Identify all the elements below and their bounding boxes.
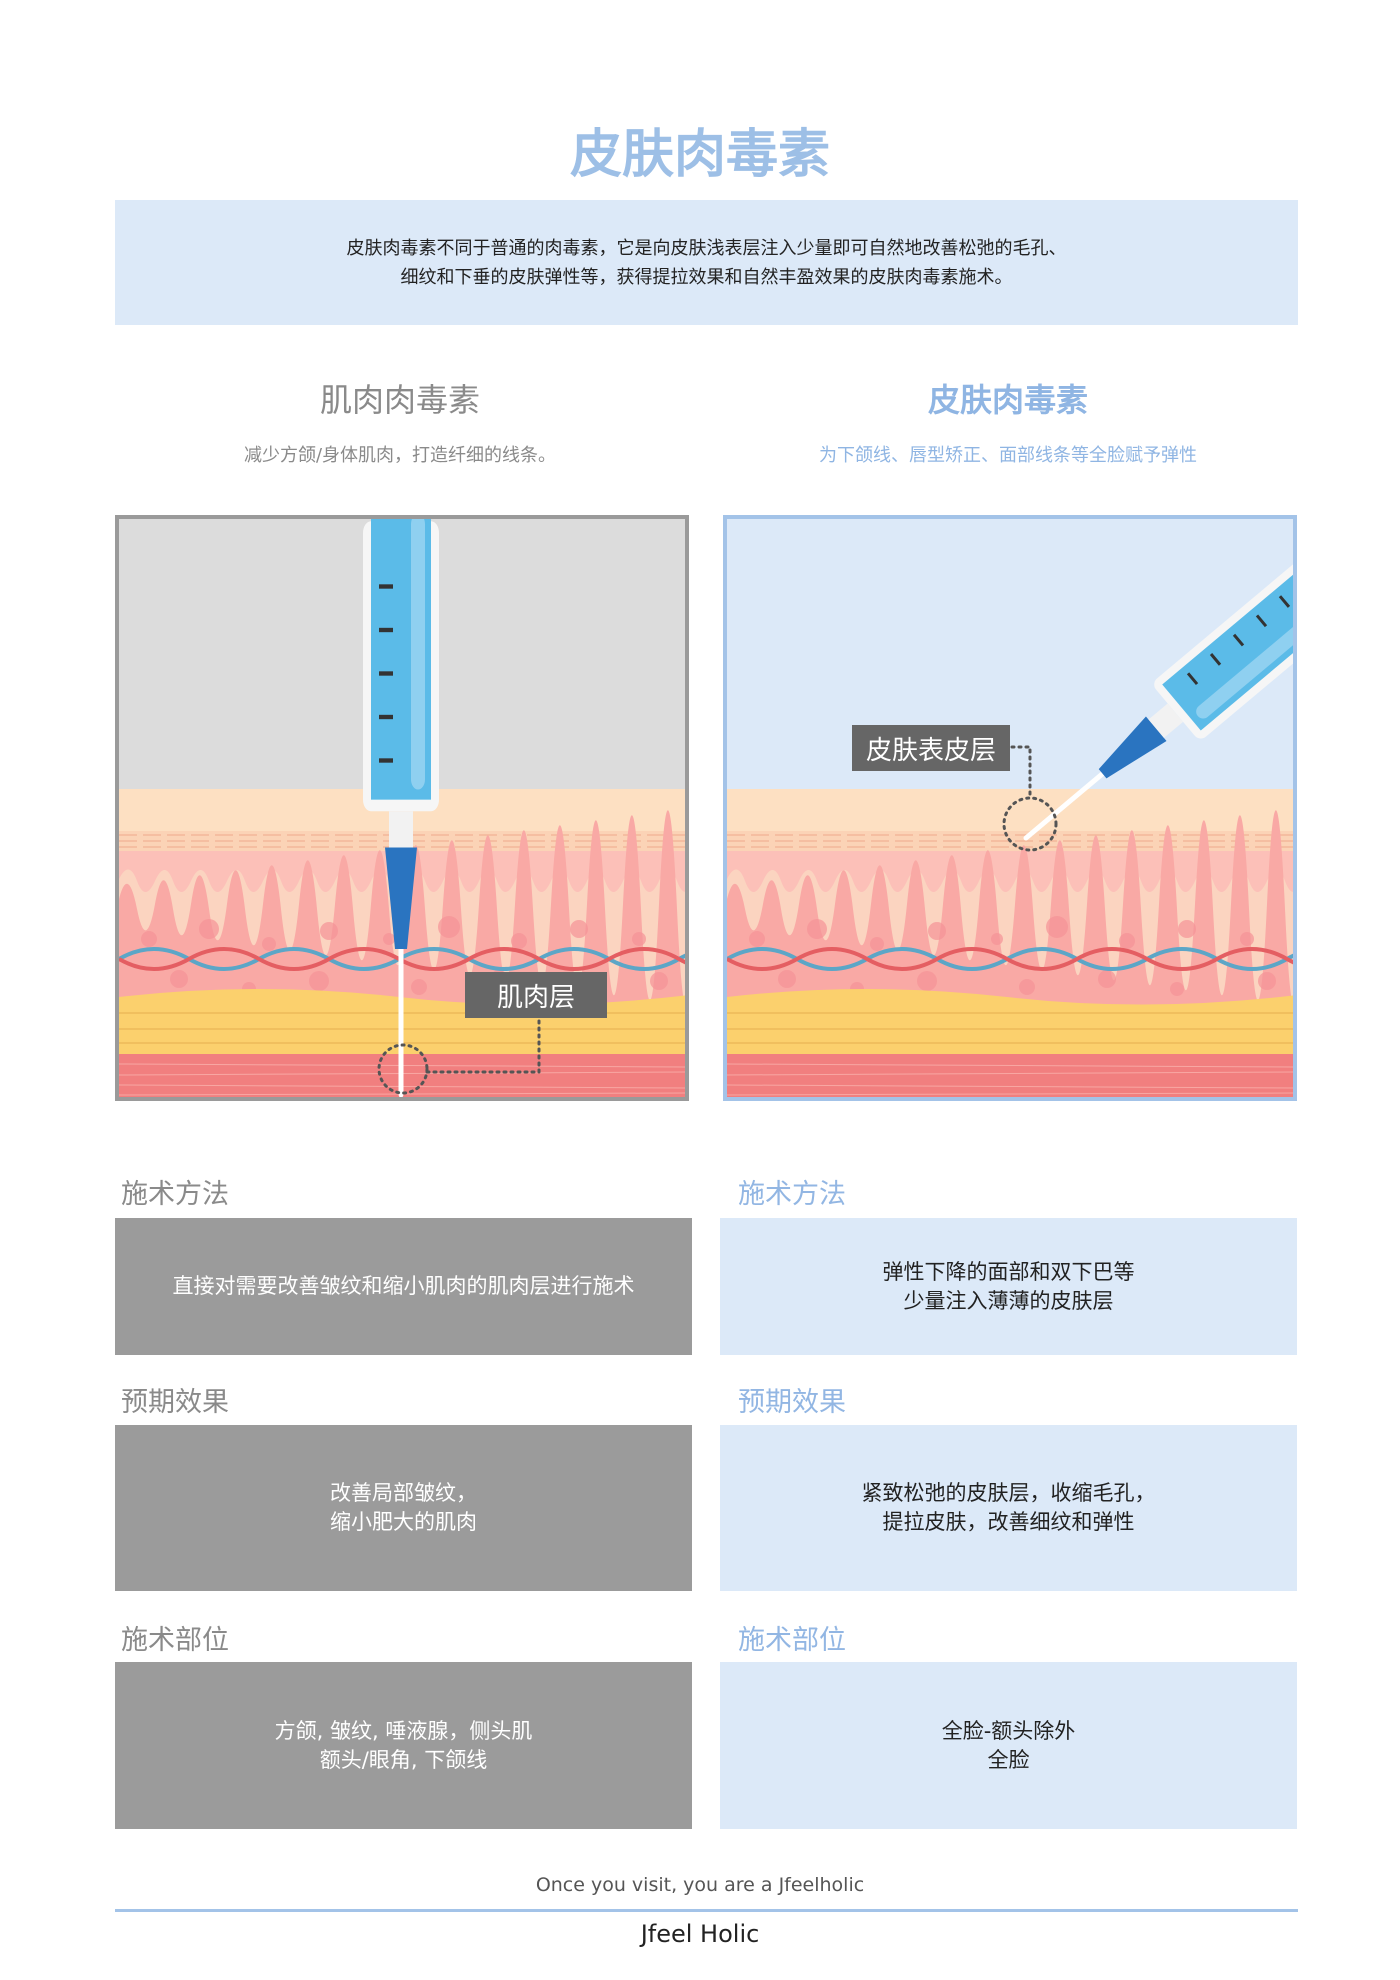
- injection-point-marker: [377, 1043, 429, 1095]
- intro-box: 皮肤肉毒素不同于普通的肉毒素，它是向皮肤浅表层注入少量即可自然地改善松弛的毛孔、…: [115, 200, 1298, 325]
- right-column-header: 皮肤肉毒素 为下颌线、唇型矫正、面部线条等全脸赋予弹性: [718, 375, 1298, 467]
- left-method-box: 直接对需要改善皱纹和缩小肌肉的肌肉层进行施术: [115, 1218, 692, 1355]
- left-column-header: 肌肉肉毒素 减少方颌/身体肌肉，打造纤细的线条。: [110, 375, 690, 467]
- muscle-layer-label: 肌肉层: [465, 972, 607, 1018]
- left-area-box: 方颌, 皱纹, 唾液腺，侧头肌 额头/眼角, 下颌线: [115, 1662, 692, 1829]
- box-line: 弹性下降的面部和双下巴等: [882, 1259, 1135, 1284]
- box-line: 改善局部皱纹，: [330, 1481, 477, 1505]
- intro-line: 皮肤肉毒素不同于普通的肉毒素，它是向皮肤浅表层注入少量即可自然地改善松弛的毛孔、: [346, 237, 1067, 259]
- right-area-label: 施术部位: [738, 1625, 846, 1656]
- skin-botox-illustration: 皮肤表皮层: [723, 515, 1297, 1101]
- box-line: 额头/眼角, 下颌线: [319, 1747, 488, 1772]
- left-method-label: 施术方法: [121, 1179, 229, 1210]
- footer-divider: [115, 1909, 1298, 1912]
- left-area-label: 施术部位: [121, 1625, 229, 1656]
- injection-point-marker: [1002, 796, 1058, 852]
- right-method-label: 施术方法: [738, 1179, 846, 1210]
- box-line: 全脸: [987, 1747, 1030, 1772]
- page-title: 皮肤肉毒素: [569, 125, 830, 185]
- left-effect-box: 改善局部皱纹， 缩小肥大的肌肉: [115, 1425, 692, 1591]
- footer-brand: Jfeel Holic: [640, 1920, 760, 1948]
- box-line: 提拉皮肤，改善细纹和弹性: [882, 1510, 1135, 1534]
- box-line: 全脸-额头除外: [941, 1718, 1076, 1743]
- muscle-botox-illustration: 肌肉层: [115, 515, 689, 1101]
- left-effect-label: 预期效果: [121, 1387, 229, 1418]
- right-effect-label: 预期效果: [738, 1387, 846, 1418]
- left-heading: 肌肉肉毒素: [319, 381, 480, 419]
- right-area-box: 全脸-额头除外 全脸: [720, 1662, 1297, 1829]
- intro-line: 细纹和下垂的皮肤弹性等，获得提拉效果和自然丰盈效果的皮肤肉毒素施术。: [400, 266, 1013, 288]
- left-subtitle: 减少方颌/身体肌肉，打造纤细的线条。: [243, 445, 557, 466]
- footer-slogan: Once you visit, you are a Jfeelholic: [535, 1874, 865, 1896]
- epidermis-label: 皮肤表皮层: [852, 725, 1010, 771]
- right-subtitle: 为下颌线、唇型矫正、面部线条等全脸赋予弹性: [819, 445, 1197, 466]
- right-effect-box: 紧致松弛的皮肤层，收缩毛孔， 提拉皮肤，改善细纹和弹性: [720, 1425, 1297, 1591]
- box-line: 少量注入薄薄的皮肤层: [903, 1288, 1114, 1313]
- box-line: 方颌, 皱纹, 唾液腺，侧头肌: [274, 1718, 533, 1743]
- right-method-box: 弹性下降的面部和双下巴等 少量注入薄薄的皮肤层: [720, 1218, 1297, 1355]
- box-line: 紧致松弛的皮肤层，收缩毛孔，: [861, 1481, 1156, 1505]
- right-heading: 皮肤肉毒素: [927, 381, 1088, 419]
- box-line: 缩小肥大的肌肉: [330, 1510, 477, 1534]
- box-line: 直接对需要改善皱纹和缩小肌肉的肌肉层进行施术: [172, 1274, 635, 1298]
